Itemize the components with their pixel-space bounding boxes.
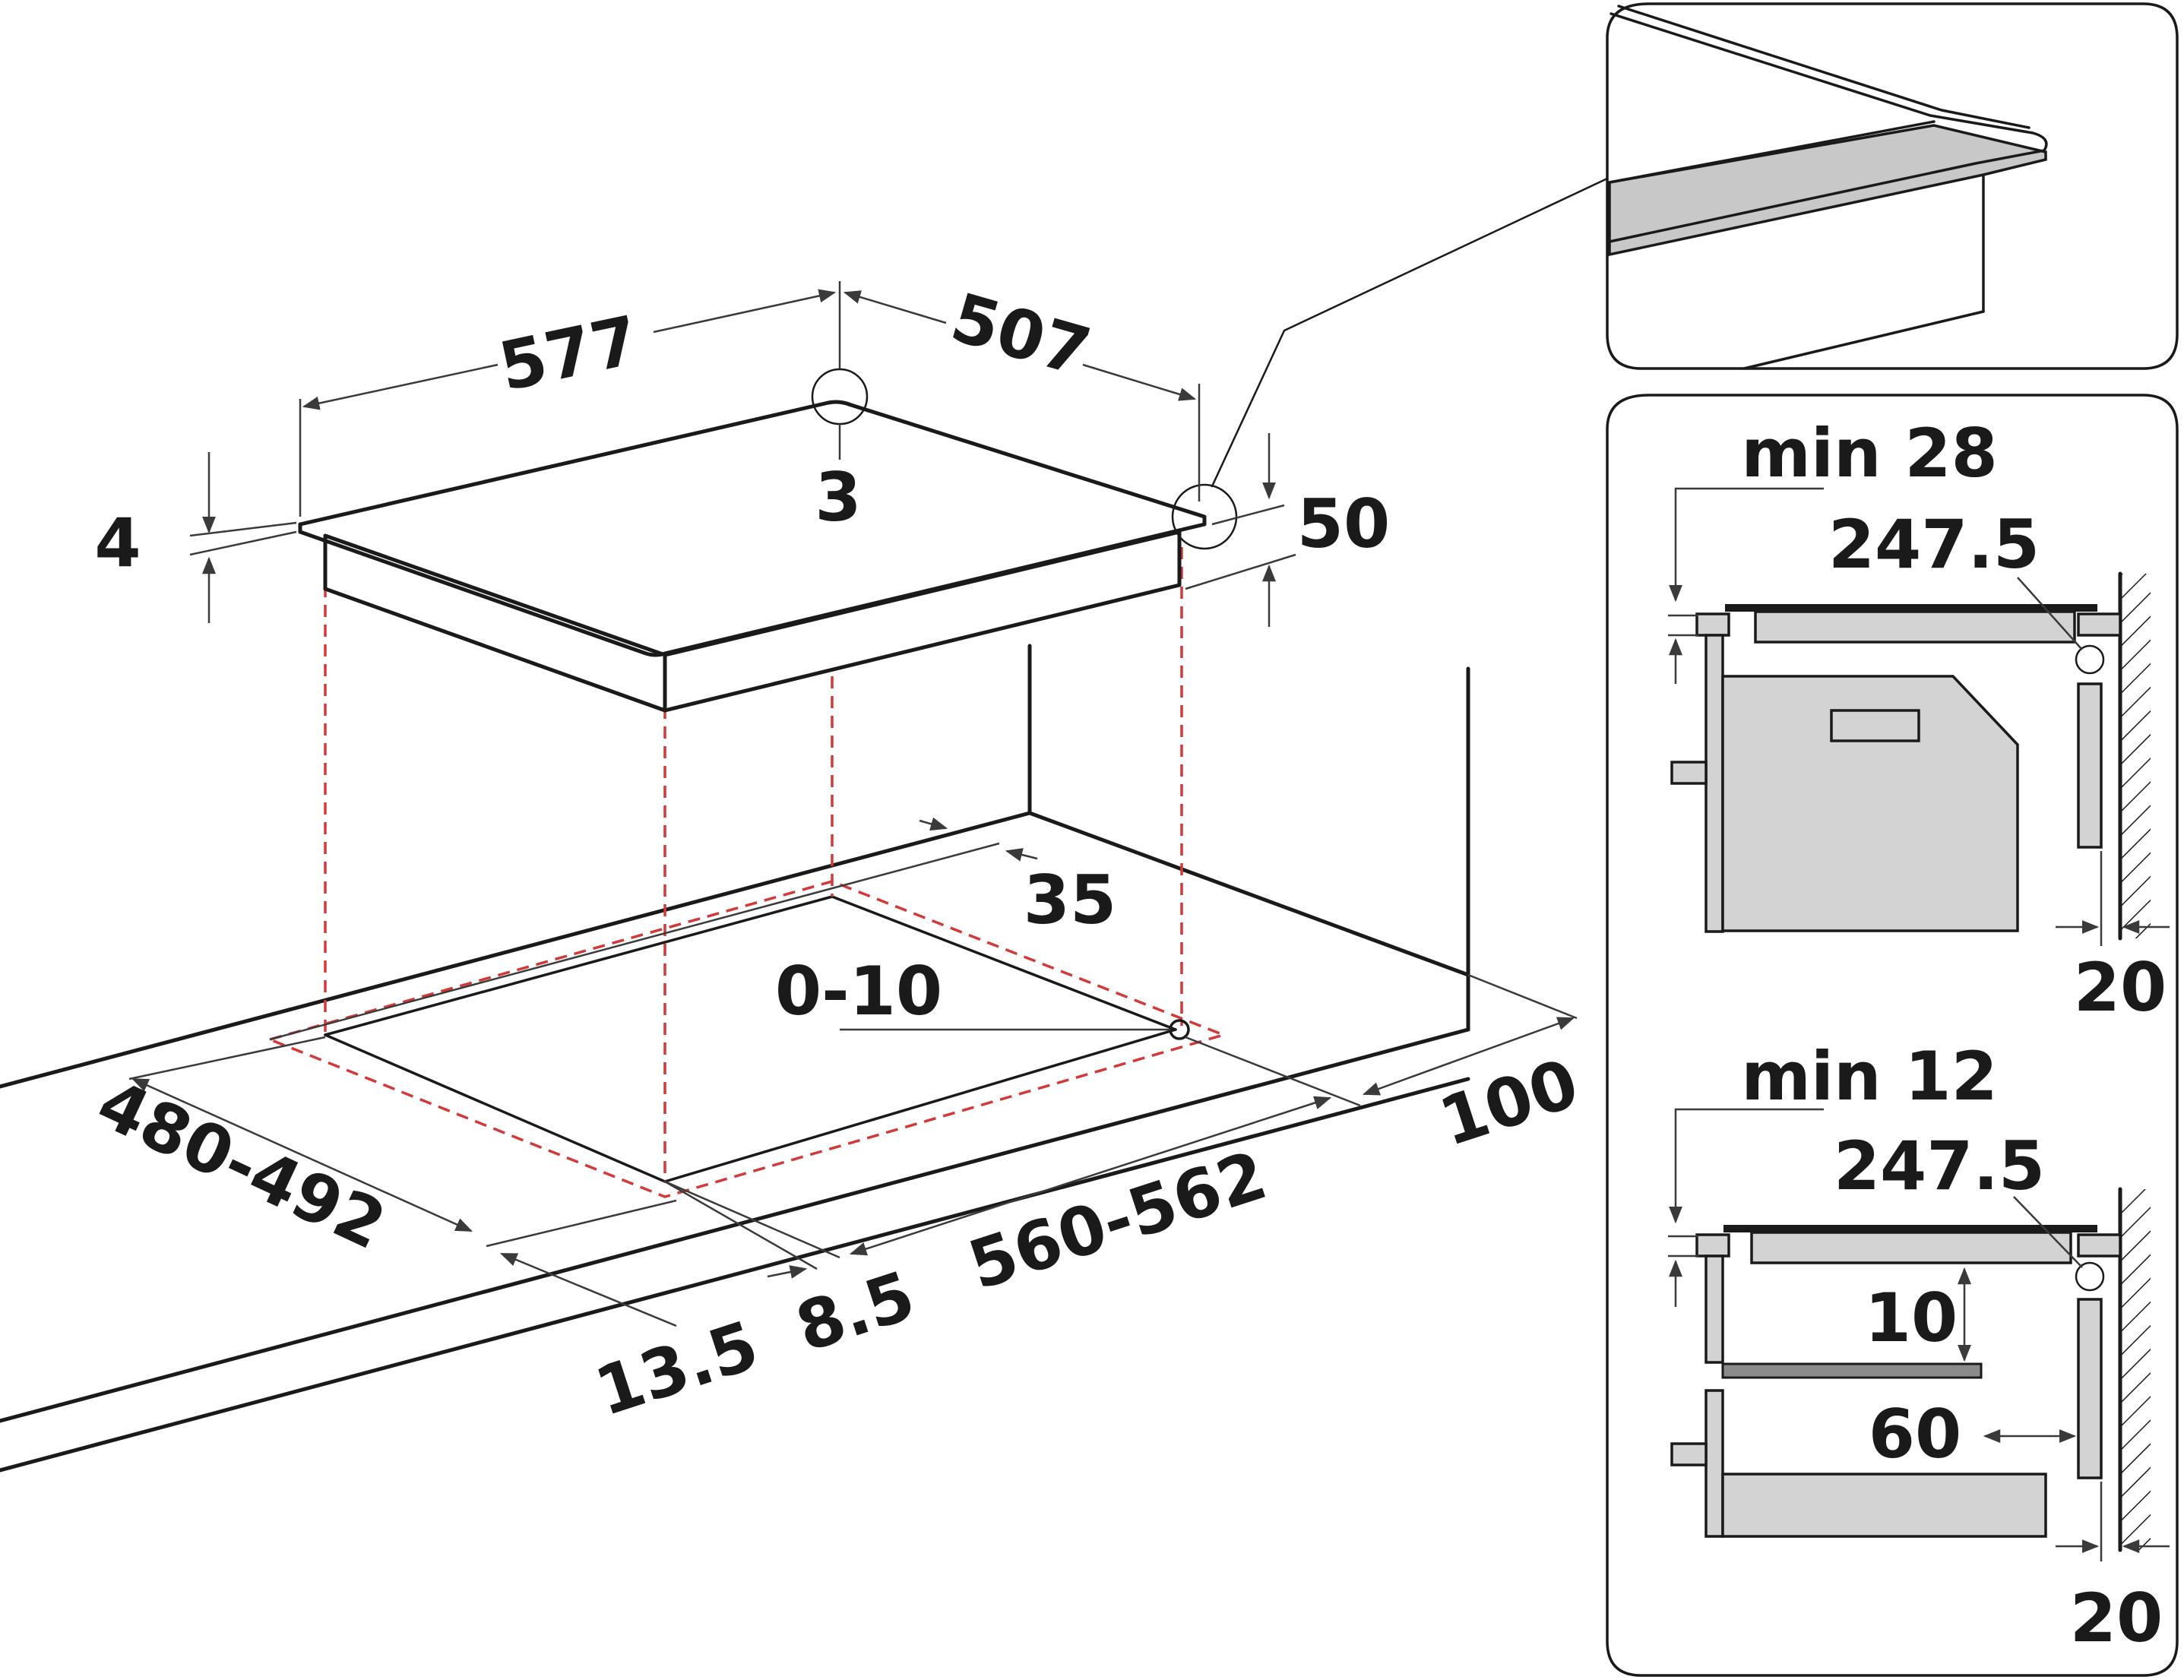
upper-value: 247.5 [1828,505,2040,584]
hob [298,400,1207,713]
detail-leader [1211,177,1609,488]
cutout-outline [324,895,1177,1183]
dim-560-562: 560-562 [960,1136,1276,1305]
dim-8-5: 8.5 [787,1256,924,1367]
lower-value: 247.5 [1834,1127,2045,1205]
dimension-labels: 577 507 3 4 50 35 0-10 100 480-492 560-5… [86,278,1587,1432]
oven-detail-lower: min 12 247.5 10 60 20 [1668,1037,2170,1657]
dim-4: 4 [94,504,141,582]
projection-outline [269,547,1228,1198]
lower-gap-horizontal: 60 [1869,1395,1961,1473]
dim-13-5: 13.5 [586,1305,767,1431]
lower-min-label: min 12 [1741,1037,1998,1115]
corner-detail-circle [811,368,869,426]
oven-detail-panel: min 28 247.5 20 [1606,394,2179,1677]
lower-gap-vertical: 10 [1865,1279,1958,1357]
edge-detail-circle [1171,483,1238,550]
dim-50: 50 [1297,485,1390,563]
dim-3: 3 [815,458,861,536]
countertop [0,644,1470,1473]
dimension-lines [128,281,1578,1327]
dim-577: 577 [492,301,645,407]
dim-0-10: 0-10 [775,952,942,1030]
main-view: 577 507 3 4 50 35 0-10 100 480-492 560-5… [0,177,1609,1473]
upper-min-label: min 28 [1741,414,1998,492]
upper-side-gap: 20 [2074,948,2167,1027]
edge-detail-panel [1606,2,2179,370]
dim-507: 507 [943,278,1099,392]
dim-35: 35 [1024,861,1116,939]
oven-detail-upper: min 28 247.5 20 [1668,414,2170,1027]
dim-480-492: 480-492 [86,1064,397,1264]
lower-side-gap: 20 [2070,1579,2163,1657]
glass-edge [1608,124,2047,257]
